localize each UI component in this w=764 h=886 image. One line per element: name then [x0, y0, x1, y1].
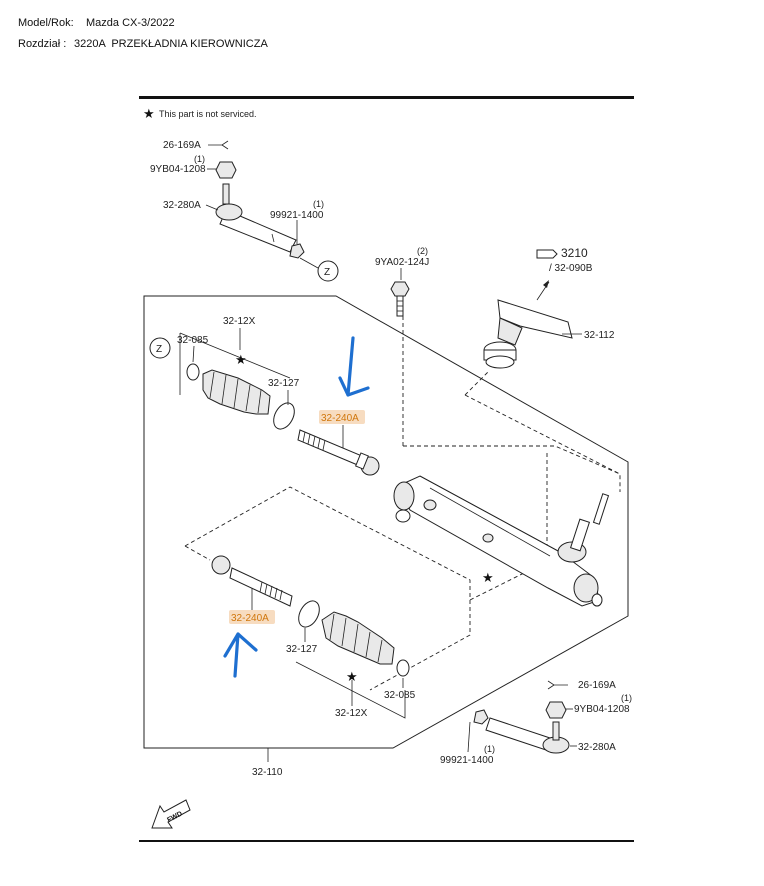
z-circle-left	[149, 337, 171, 359]
label-32-240A-top: 32-240A	[321, 413, 359, 424]
blue-arrow-bottom	[223, 632, 258, 678]
boot-clamp-large-bottom	[298, 600, 320, 628]
label-3210: 3210	[561, 246, 588, 260]
cotter-pin-top	[208, 140, 229, 150]
label-26-169A-bottom: 26-169A	[578, 680, 616, 691]
z-label-top: Z	[324, 267, 330, 278]
qty-99921-top: (1)	[313, 199, 324, 209]
tie-rod-end-bottom	[485, 717, 570, 754]
fwd-arrow-icon: FWD	[151, 799, 191, 829]
star-icon-housing: ★	[482, 571, 494, 586]
label-32-085-bottom: 32-085	[384, 690, 416, 701]
label-32-085-top: 32-085	[177, 335, 209, 346]
star-icon-bellows-bottom: ★	[346, 670, 358, 685]
star-icon-bellows-top: ★	[235, 353, 247, 368]
lock-nut-top	[289, 243, 305, 259]
label-99921-1400-top: 99921-1400	[270, 210, 324, 221]
label-32-127-top: 32-127	[268, 378, 300, 389]
label-9YA02-124J: 9YA02-124J	[375, 257, 429, 268]
steering-rack-boot-top	[202, 369, 271, 415]
label-99921-1400-bottom: 99921-1400	[440, 755, 494, 766]
label-26-169A-top: 26-169A	[163, 140, 201, 151]
assembly-frame	[143, 295, 629, 749]
tie-rod-end-top	[215, 183, 297, 253]
label-32-127-bottom: 32-127	[286, 644, 318, 655]
label-32-112: 32-112	[584, 330, 615, 341]
steering-rack-boot-bottom	[321, 611, 395, 665]
label-9YB04-1208-top: 9YB04-1208	[150, 164, 206, 175]
label-32-090B: / 32-090B	[549, 263, 593, 274]
highlight-32-240A-top	[319, 410, 365, 424]
highlight-32-240A-bottom	[229, 610, 275, 624]
boot-clamp-small-top	[186, 363, 200, 381]
label-32-280A-top: 32-280A	[163, 200, 201, 211]
qty-bolt: (2)	[417, 246, 428, 256]
z-circle-top	[317, 260, 339, 282]
not-serviced-note: ★ This part is not serviced.	[143, 107, 257, 122]
z-label-left: Z	[156, 344, 162, 355]
label-9YB04-1208-bottom: 9YB04-1208	[574, 704, 630, 715]
cotter-pin-bottom	[547, 680, 568, 690]
note-text: This part is not serviced.	[159, 109, 257, 119]
model-label: Model/Rok:	[18, 17, 74, 29]
nut-top	[215, 161, 237, 179]
label-32-110: 32-110	[252, 767, 283, 778]
label-32-12X-bottom: 32-12X	[335, 708, 368, 719]
label-32-280A-bottom: 32-280A	[578, 742, 616, 753]
top-rule	[139, 96, 634, 99]
qty-nut-top: (1)	[194, 154, 205, 164]
boot-clamp-small-bottom	[396, 659, 410, 677]
nut-bottom	[545, 701, 567, 719]
section-label: Rozdział :	[18, 38, 67, 50]
tie-rod-top	[297, 429, 380, 476]
label-32-12X-top: 32-12X	[223, 316, 256, 327]
steering-gear-housing	[393, 475, 610, 607]
star-icon: ★	[143, 107, 155, 122]
label-32-240A-bottom: 32-240A	[231, 613, 269, 624]
qty-99921-bottom: (1)	[484, 744, 495, 754]
section-value: 3220A PRZEKŁADNIA KIEROWNICZA	[74, 38, 268, 50]
model-value: Mazda CX-3/2022	[86, 17, 175, 29]
tie-rod-dashed-outline	[184, 486, 471, 691]
bottom-rule	[139, 840, 634, 842]
tie-rod-bottom	[211, 555, 293, 607]
hand-pointer-icon	[536, 249, 558, 259]
reference-3210: 3210 / 32-090B	[536, 246, 593, 301]
mounting-bolt	[390, 281, 410, 317]
blue-arrow-top	[338, 336, 370, 397]
steering-column-boot	[483, 299, 573, 369]
qty-nut-bottom: (1)	[621, 693, 632, 703]
boot-clamp-large-top	[273, 402, 295, 430]
lock-nut-bottom	[473, 709, 489, 725]
